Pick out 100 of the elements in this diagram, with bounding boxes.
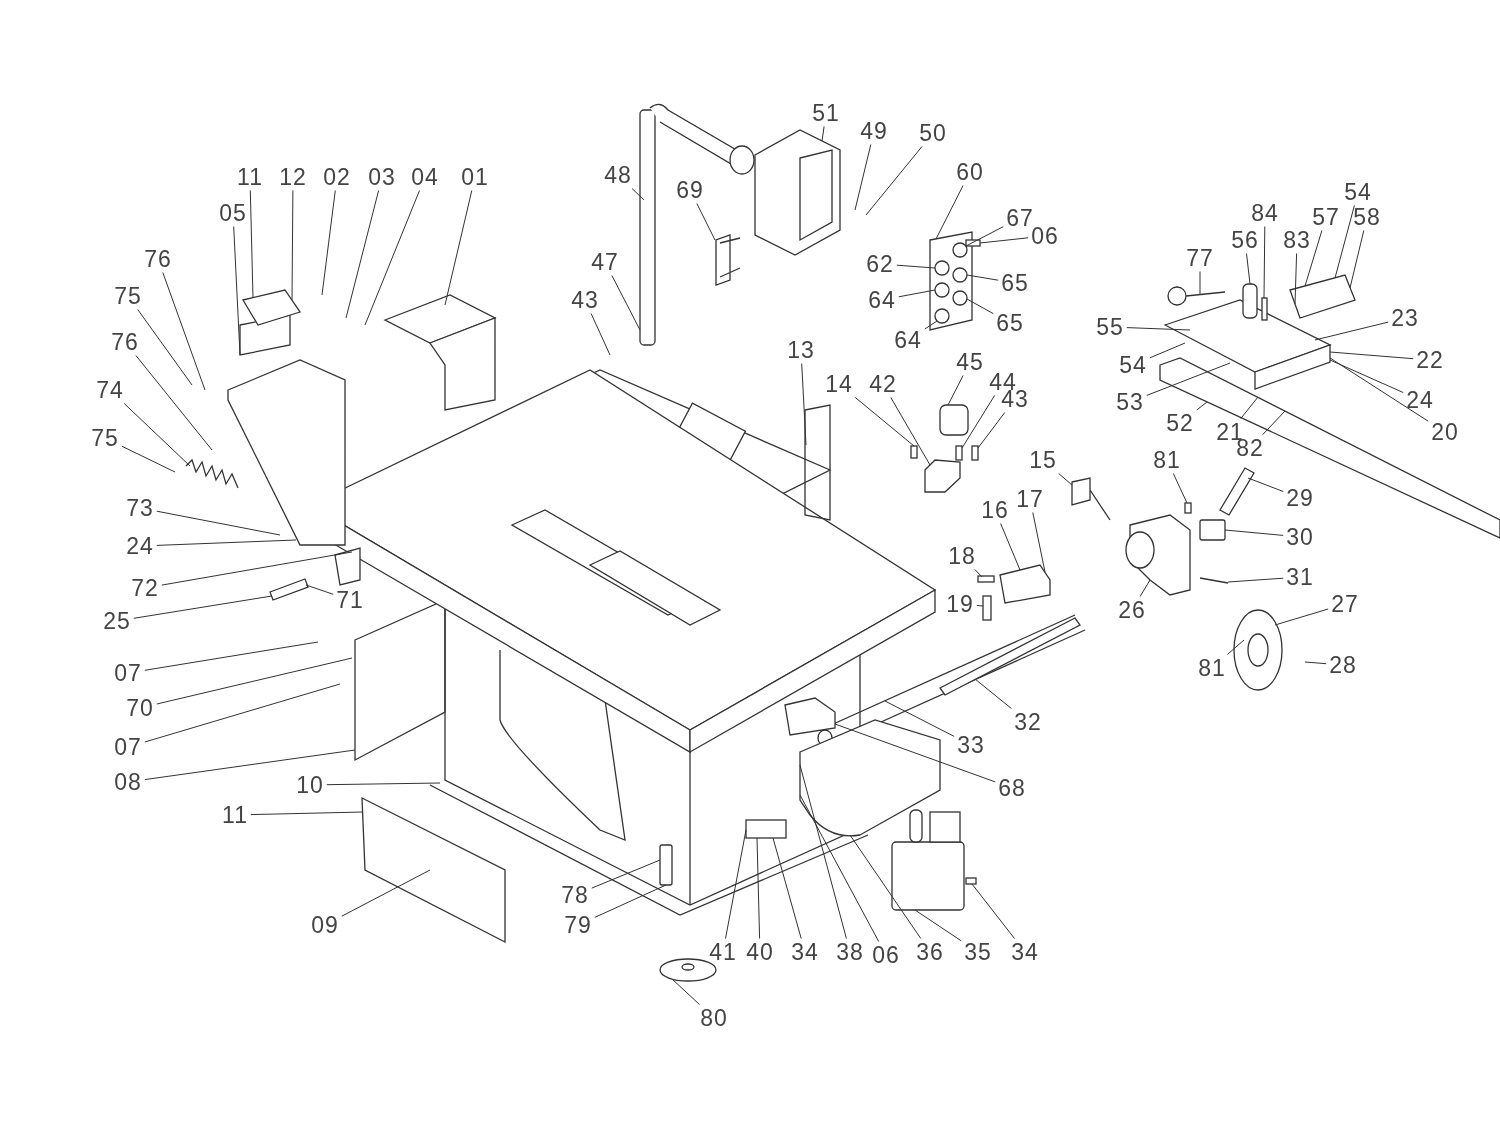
callout-number: 81 bbox=[1198, 656, 1226, 680]
callout-number: 54 bbox=[1344, 180, 1372, 204]
callout-number: 74 bbox=[96, 378, 124, 402]
leader-line bbox=[799, 764, 847, 939]
leader-line bbox=[1247, 477, 1284, 492]
callout-number: 68 bbox=[998, 776, 1026, 800]
callout-number: 56 bbox=[1231, 228, 1259, 252]
leader-line bbox=[341, 869, 431, 917]
leader-line bbox=[849, 834, 922, 939]
callout-number: 76 bbox=[144, 247, 172, 271]
callout-number: 81 bbox=[1153, 448, 1181, 472]
leader-line bbox=[1226, 639, 1245, 655]
leader-line bbox=[144, 749, 356, 781]
callout-number: 10 bbox=[296, 773, 324, 797]
callout-number: 50 bbox=[919, 121, 947, 145]
leader-line bbox=[161, 551, 353, 586]
leader-line bbox=[1172, 473, 1188, 504]
leader-line bbox=[821, 126, 825, 142]
callout-number: 76 bbox=[111, 330, 139, 354]
leader-line bbox=[345, 190, 380, 319]
leader-line bbox=[1196, 401, 1208, 411]
callout-number: 77 bbox=[1186, 246, 1214, 270]
leader-line bbox=[1199, 271, 1201, 295]
callout-number: 75 bbox=[114, 284, 142, 308]
callout-number: 19 bbox=[946, 592, 974, 616]
callout-number: 30 bbox=[1286, 525, 1314, 549]
leader-line bbox=[1149, 342, 1186, 359]
callout-number: 40 bbox=[746, 940, 774, 964]
callout-number: 64 bbox=[894, 328, 922, 352]
leader-line bbox=[144, 683, 341, 743]
callout-number: 12 bbox=[279, 165, 307, 189]
callout-number: 29 bbox=[1286, 486, 1314, 510]
callout-number: 11 bbox=[237, 165, 263, 189]
leader-line bbox=[233, 226, 241, 356]
callout-number: 58 bbox=[1353, 205, 1381, 229]
leader-line bbox=[162, 272, 206, 391]
callout-number: 57 bbox=[1312, 205, 1340, 229]
callout-number: 84 bbox=[1251, 201, 1279, 225]
callout-number: 38 bbox=[836, 940, 864, 964]
leader-line bbox=[123, 403, 191, 467]
leader-line bbox=[914, 909, 962, 942]
leader-line bbox=[865, 146, 923, 216]
callout-number: 78 bbox=[561, 883, 589, 907]
leader-line bbox=[854, 397, 915, 447]
leader-line bbox=[1329, 351, 1414, 360]
callout-number: 51 bbox=[812, 101, 840, 125]
leader-line bbox=[971, 883, 1015, 939]
leader-line bbox=[965, 226, 1004, 247]
leader-line bbox=[590, 313, 611, 356]
callout-number: 33 bbox=[957, 733, 985, 757]
leader-line bbox=[1329, 357, 1429, 422]
callout-number: 15 bbox=[1029, 448, 1057, 472]
callout-number: 52 bbox=[1166, 411, 1194, 435]
callout-number: 47 bbox=[591, 250, 619, 274]
leader-line bbox=[799, 794, 880, 942]
callout-number: 80 bbox=[700, 1006, 728, 1030]
leader-line bbox=[611, 275, 641, 331]
leader-line bbox=[444, 190, 473, 306]
callout-number: 34 bbox=[1011, 940, 1039, 964]
leader-line bbox=[756, 837, 761, 939]
callout-number: 60 bbox=[956, 160, 984, 184]
leader-line bbox=[156, 657, 353, 705]
callout-number: 32 bbox=[1014, 710, 1042, 734]
leader-line bbox=[725, 829, 747, 939]
leader-line bbox=[121, 445, 176, 473]
callout-number: 49 bbox=[860, 119, 888, 143]
leader-line bbox=[364, 190, 420, 326]
callout-number: 23 bbox=[1391, 306, 1419, 330]
callout-number: 45 bbox=[956, 350, 984, 374]
leader-line bbox=[135, 355, 213, 451]
callout-number: 62 bbox=[866, 252, 894, 276]
leader-line bbox=[696, 203, 716, 241]
leader-line bbox=[898, 289, 936, 298]
leader-line bbox=[631, 188, 645, 201]
callout-number: 65 bbox=[1001, 271, 1029, 295]
leader-line bbox=[935, 185, 964, 240]
leader-line bbox=[834, 723, 996, 783]
leader-line bbox=[947, 375, 964, 406]
callout-number: 11 bbox=[222, 803, 248, 827]
callout-number: 06 bbox=[1031, 224, 1059, 248]
leader-line bbox=[801, 363, 807, 446]
callout-number: 31 bbox=[1286, 565, 1314, 589]
callout-number: 22 bbox=[1416, 348, 1444, 372]
callout-number: 18 bbox=[948, 544, 976, 568]
callout-number: 13 bbox=[787, 338, 815, 362]
callout-number: 02 bbox=[323, 165, 351, 189]
callout-number: 16 bbox=[981, 498, 1009, 522]
callout-number: 79 bbox=[564, 913, 592, 937]
callout-number: 48 bbox=[604, 163, 632, 187]
callout-number: 06 bbox=[872, 943, 900, 967]
callout-number: 43 bbox=[571, 288, 599, 312]
leader-line bbox=[591, 859, 661, 889]
leader-line bbox=[974, 569, 983, 578]
callout-number: 20 bbox=[1431, 420, 1459, 444]
leader-line bbox=[772, 837, 802, 939]
leader-line bbox=[979, 237, 1029, 244]
leader-line bbox=[249, 190, 254, 299]
leader-line bbox=[1058, 473, 1073, 486]
leader-line bbox=[1139, 579, 1151, 597]
leader-line bbox=[1304, 661, 1327, 665]
